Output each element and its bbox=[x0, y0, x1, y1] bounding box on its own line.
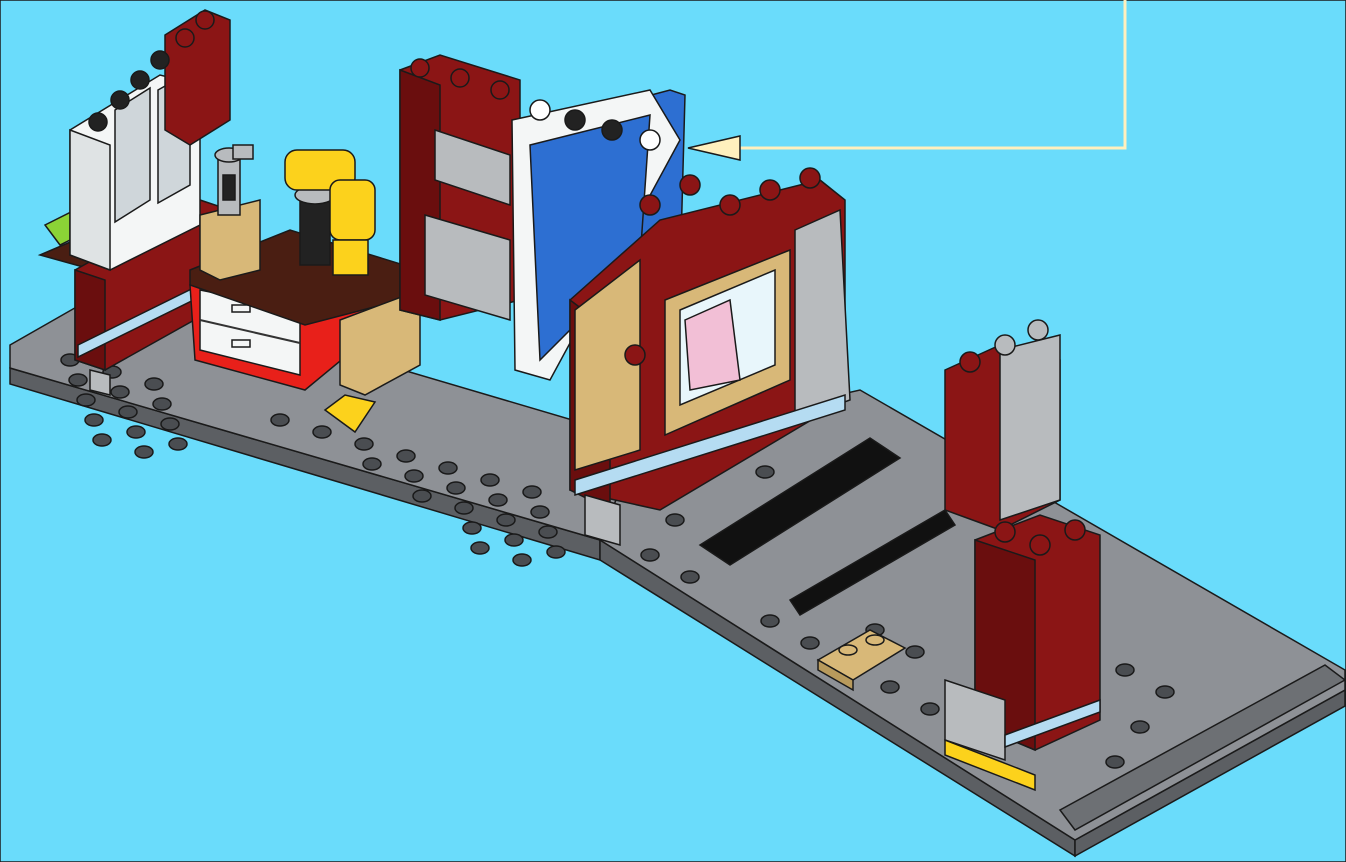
stud bbox=[447, 482, 465, 494]
stud bbox=[397, 450, 415, 462]
stud bbox=[666, 514, 684, 526]
stud bbox=[497, 514, 515, 526]
stud bbox=[756, 466, 774, 478]
stud bbox=[481, 474, 499, 486]
stud bbox=[1156, 686, 1174, 698]
stud bbox=[145, 378, 163, 390]
stud bbox=[531, 506, 549, 518]
stud bbox=[539, 526, 557, 538]
stud bbox=[439, 462, 457, 474]
stud bbox=[455, 502, 473, 514]
stud bbox=[761, 615, 779, 627]
stud bbox=[93, 434, 111, 446]
stud bbox=[505, 534, 523, 546]
stud bbox=[1131, 721, 1149, 733]
stud bbox=[471, 542, 489, 554]
stud bbox=[463, 522, 481, 534]
stud bbox=[921, 703, 939, 715]
stud bbox=[135, 446, 153, 458]
center-brick-wall bbox=[400, 55, 520, 320]
stud bbox=[681, 571, 699, 583]
stud bbox=[271, 414, 289, 426]
stud bbox=[547, 546, 565, 558]
stud bbox=[363, 458, 381, 470]
stud bbox=[641, 549, 659, 561]
stud bbox=[489, 494, 507, 506]
stud bbox=[111, 386, 129, 398]
stud bbox=[413, 490, 431, 502]
stud bbox=[355, 438, 373, 450]
stud bbox=[881, 681, 899, 693]
stud bbox=[161, 418, 179, 430]
stud bbox=[906, 646, 924, 658]
stud bbox=[1106, 756, 1124, 768]
stud bbox=[153, 398, 171, 410]
stud bbox=[523, 486, 541, 498]
stud bbox=[801, 637, 819, 649]
stud bbox=[69, 374, 87, 386]
stud bbox=[119, 406, 137, 418]
stud bbox=[169, 438, 187, 450]
stud bbox=[513, 554, 531, 566]
stud bbox=[77, 394, 95, 406]
stud bbox=[1116, 664, 1134, 676]
stud bbox=[85, 414, 103, 426]
stud bbox=[127, 426, 145, 438]
stud bbox=[405, 470, 423, 482]
stud bbox=[313, 426, 331, 438]
